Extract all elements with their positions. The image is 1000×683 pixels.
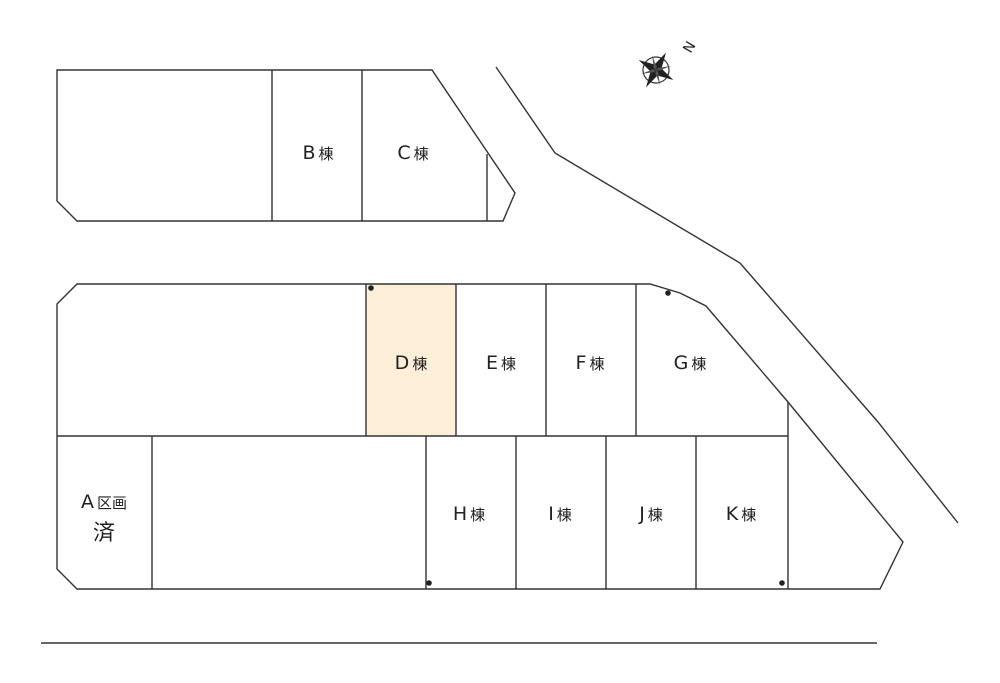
boundary-marker bbox=[779, 580, 785, 586]
lot-a-status: 済 bbox=[93, 521, 115, 546]
boundary-marker bbox=[426, 580, 432, 586]
boundary-marker bbox=[665, 290, 671, 296]
lower-block-outline bbox=[56, 283, 904, 590]
compass-north-label: N bbox=[680, 39, 699, 56]
boundary-marker bbox=[368, 285, 374, 291]
lower-block bbox=[56, 283, 904, 590]
road-edge-left bbox=[495, 66, 959, 524]
upper-block-outline bbox=[56, 69, 516, 222]
lot-d-highlight bbox=[366, 284, 456, 436]
upper-block bbox=[56, 69, 516, 222]
compass-rose-icon bbox=[638, 52, 674, 88]
